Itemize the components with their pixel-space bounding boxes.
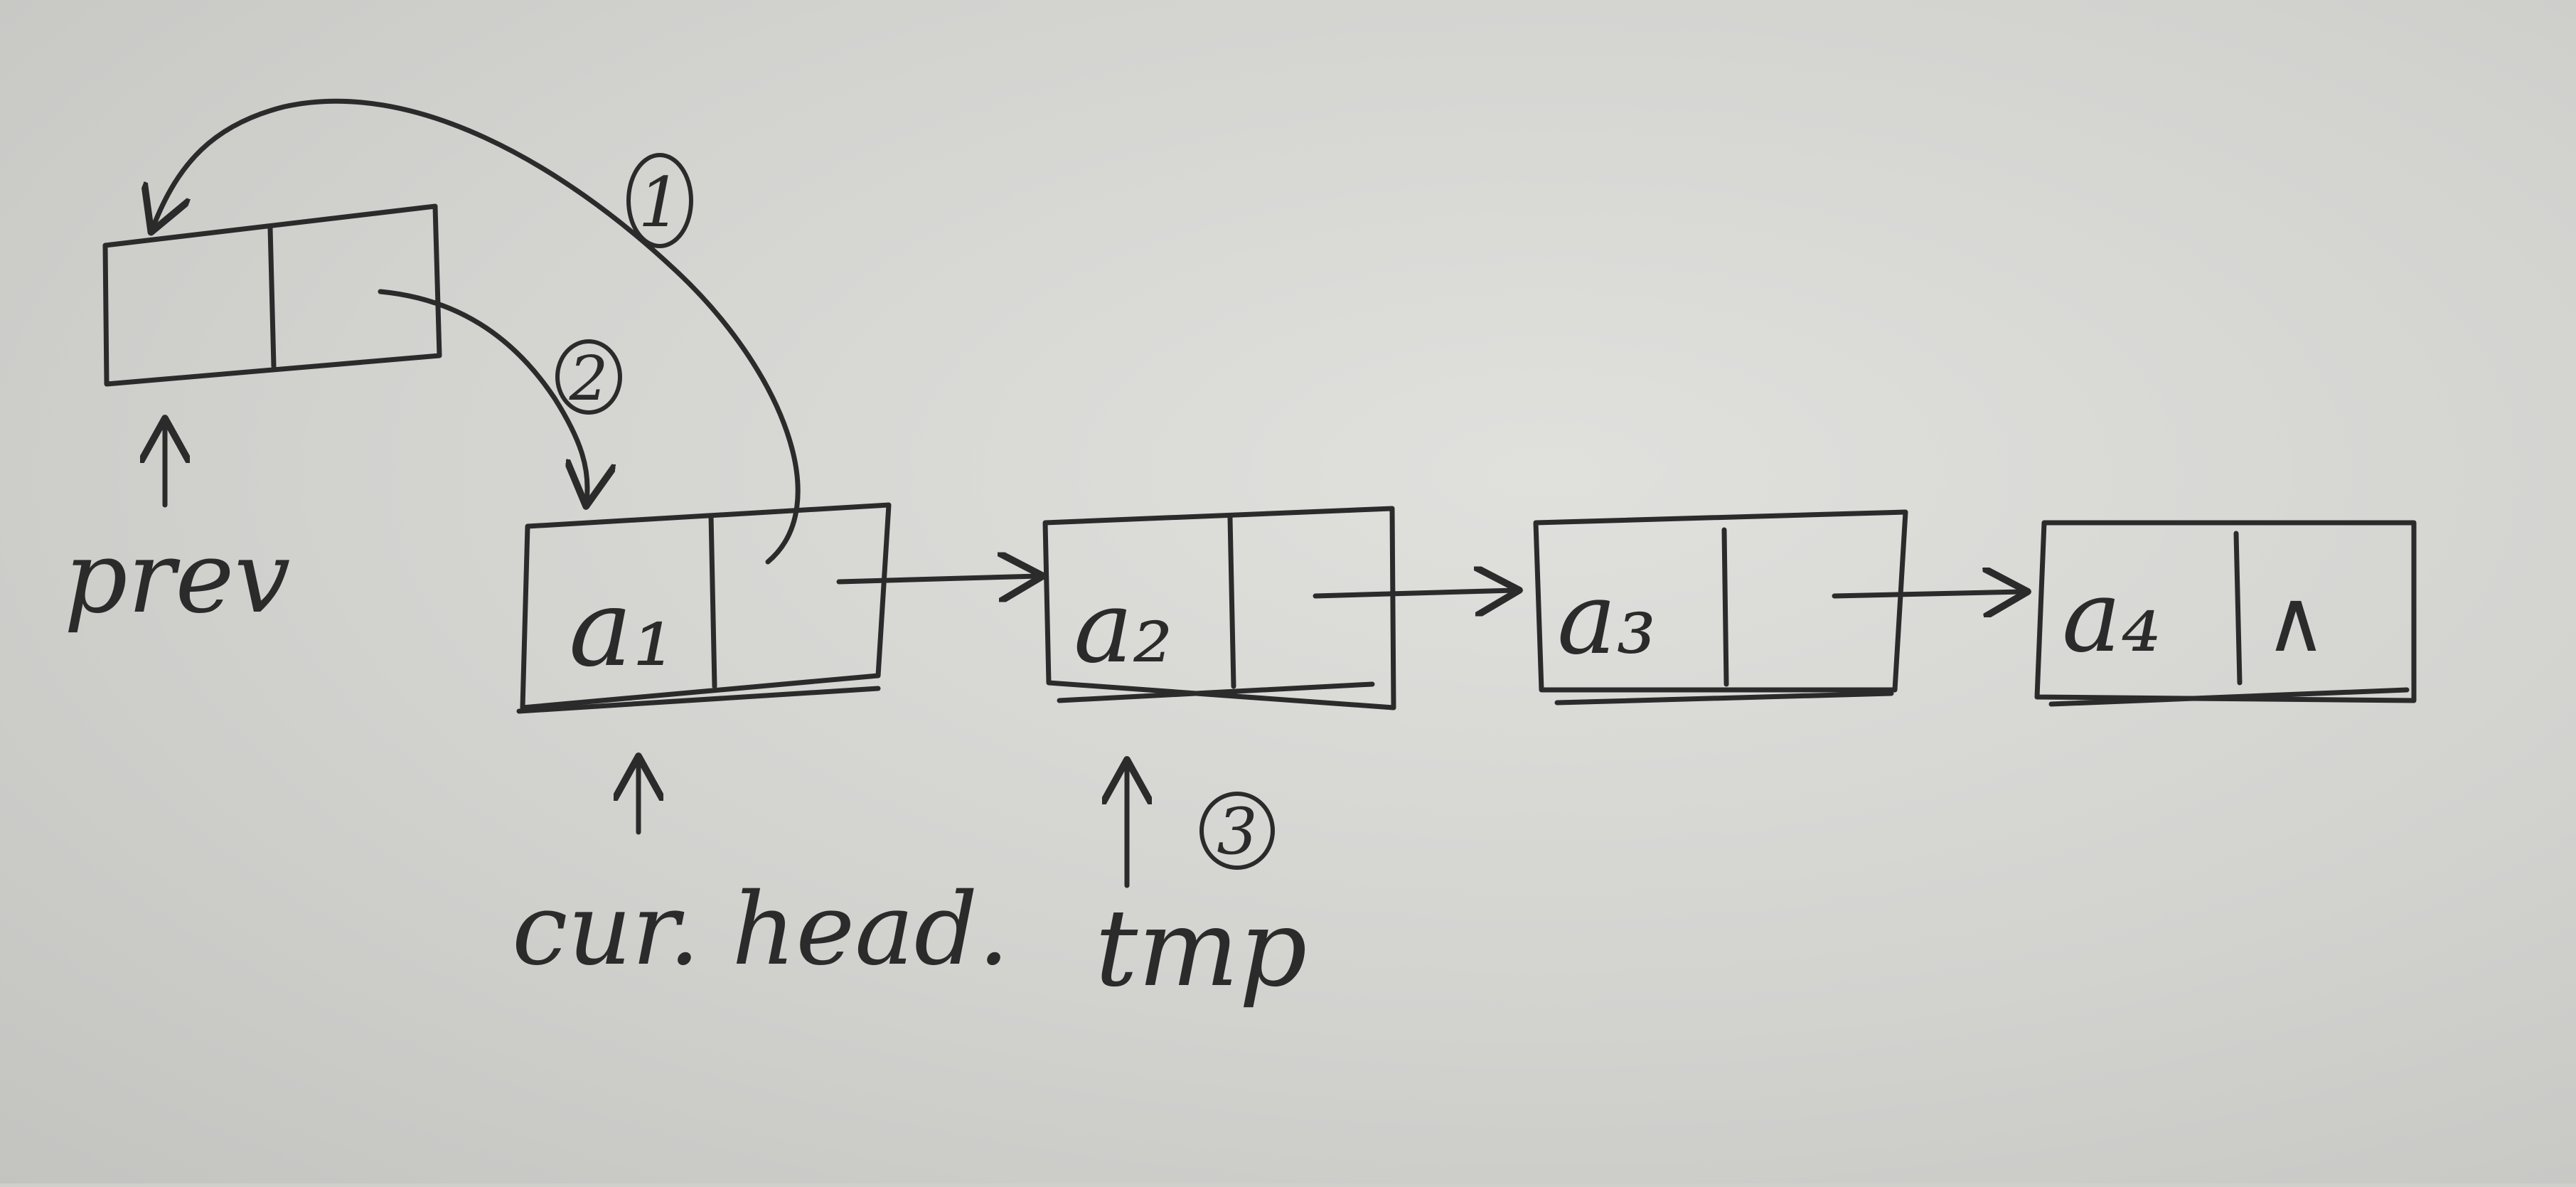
node-a1-box — [516, 502, 892, 714]
svg-text:1: 1 — [638, 163, 681, 243]
svg-text:2: 2 — [569, 344, 609, 415]
step2-marker: 2 — [555, 339, 622, 415]
cur-head-label: cur. head. — [512, 872, 1010, 988]
step1-marker: 1 — [626, 153, 693, 248]
node-a2-box — [1042, 506, 1396, 710]
arrow-a2-to-a3 — [1313, 590, 1514, 596]
arrow-a1-to-a2 — [836, 576, 1038, 582]
node-a3-label: a₃ — [1557, 561, 1657, 677]
svg-text:3: 3 — [1217, 794, 1257, 869]
prev-node-box — [102, 203, 442, 387]
node-a2-label: a₂ — [1074, 570, 1173, 686]
node-a3-box — [1533, 509, 1908, 706]
node-a1-label: a₁ — [569, 567, 675, 691]
prev-label: prev — [64, 520, 291, 636]
node-a4-box — [2034, 520, 2417, 707]
arrow-step2-prev-advance — [378, 289, 587, 501]
null-pointer-symbol: ∧ — [2265, 573, 2327, 671]
arrow-step1-reverse-link — [153, 98, 801, 565]
tmp-label: tmp — [1095, 887, 1308, 1011]
step3-marker: 3 — [1199, 792, 1275, 870]
node-a4-label: a₄ — [2062, 559, 2161, 675]
arrow-a3-to-a4 — [1832, 592, 2023, 596]
